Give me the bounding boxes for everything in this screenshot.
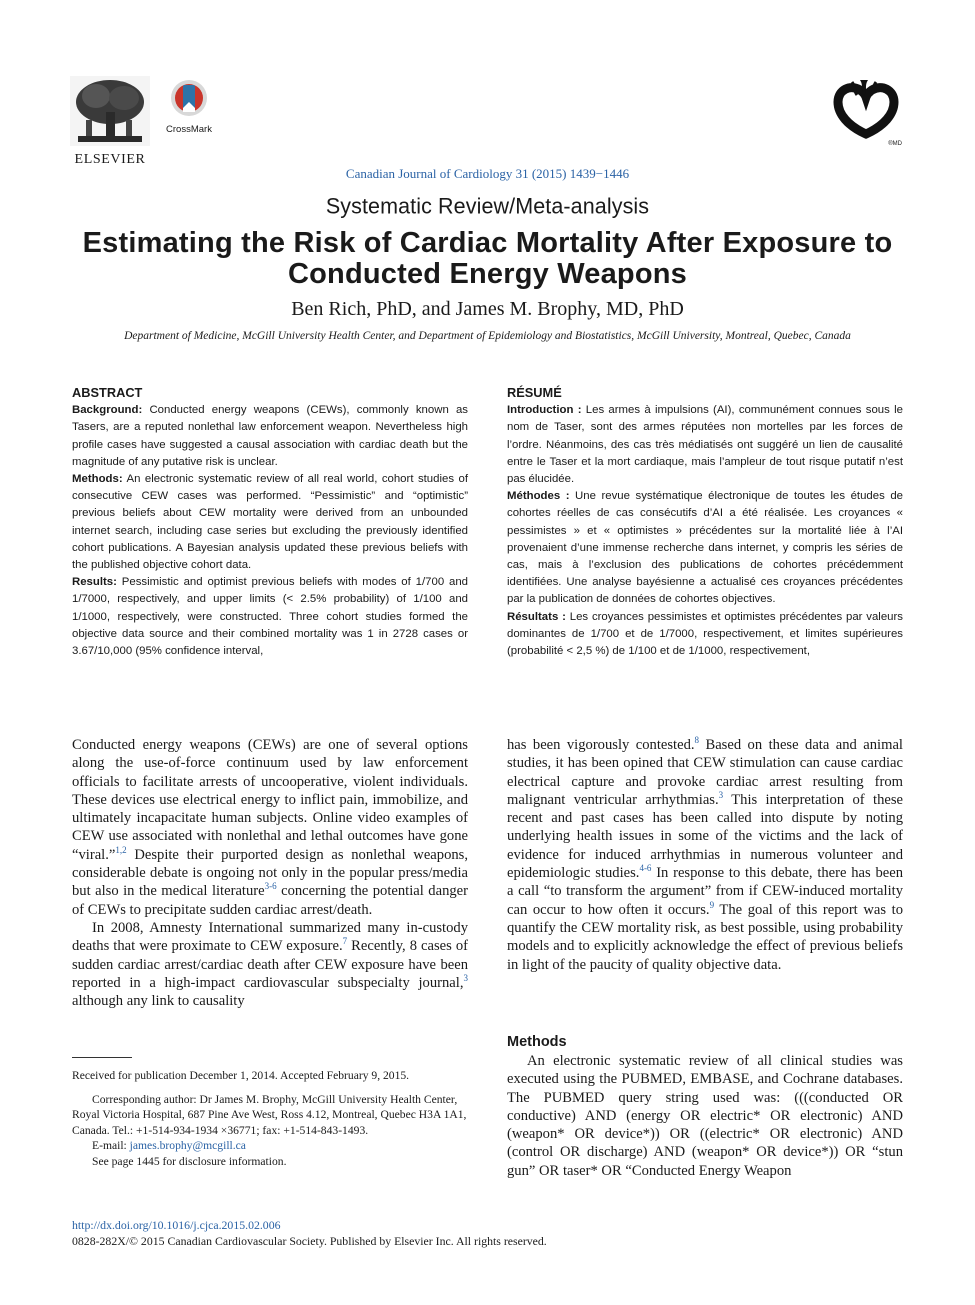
text-span: concerning the potential danger of CEWs …	[72, 883, 468, 918]
methods-paragraph: An electronic systematic review of all c…	[507, 1053, 903, 1179]
abstract-heading: ABSTRACT	[72, 385, 143, 400]
resume-heading: RÉSUMÉ	[507, 385, 562, 400]
body-left-column: Conducted energy weapons (CEWs) are one …	[72, 736, 468, 1010]
text-span: although any link to causality	[72, 993, 245, 1010]
background-label: Background:	[72, 404, 143, 417]
intro-paragraph-2: In 2008, Amnesty International summarize…	[72, 919, 468, 1010]
methodes-text: Une revue systématique électronique de t…	[507, 490, 904, 606]
heart-logo-icon	[833, 80, 899, 139]
text-span: The goal of this report was to quantify …	[507, 901, 903, 973]
resume-resultats: Résultats : Les croyances pessimistes et…	[507, 609, 903, 661]
email-label: E-mail:	[92, 1139, 130, 1153]
introduction-label: Introduction :	[507, 404, 582, 417]
text-span: Based on these data and animal studies, …	[507, 737, 903, 808]
methods-heading: Methods	[507, 1034, 567, 1050]
resume-methodes: Méthodes : Une revue systématique électr…	[507, 488, 903, 608]
email-line: E-mail: james.brophy@mcgill.ca	[72, 1138, 468, 1154]
text-span: Despite their purported design as nonlet…	[72, 846, 468, 900]
email-link[interactable]: james.brophy@mcgill.ca	[129, 1139, 246, 1153]
text-span: This interpretation of these recent and …	[507, 791, 904, 882]
ccs-logo: ®MD	[830, 76, 902, 152]
resultats-text: Les croyances pessimistes et optimistes …	[507, 610, 903, 658]
reference-link[interactable]: 1,2	[115, 844, 127, 855]
crossmark-label: CrossMark	[166, 124, 212, 135]
methods-text: An electronic systematic review of all r…	[72, 473, 468, 572]
text-span: has been vigorously contested.	[507, 737, 695, 753]
methods-label: Methods:	[72, 473, 123, 486]
reference-link[interactable]: 8	[694, 735, 700, 746]
affiliation: Department of Medicine, McGill Universit…	[124, 330, 851, 342]
title-line-2: Conducted Energy Weapons	[287, 258, 688, 290]
text-span: Recently, 8 cases of sudden cardiac arre…	[72, 938, 468, 991]
body-right-column: has been vigorously contested.8 Based on…	[507, 736, 903, 974]
reference-link[interactable]: 3-6	[264, 881, 277, 892]
methods-body: An electronic systematic review of all c…	[507, 1052, 903, 1180]
abstract-english: ABSTRACT Background: Conducted energy we…	[72, 384, 468, 660]
results-text: Pessimistic and optimist previous belief…	[72, 576, 468, 658]
title-line-1: Estimating the Risk of Cardiac Mortality…	[82, 227, 893, 259]
corresponding-author: Corresponding author: Dr James M. Brophy…	[72, 1092, 467, 1137]
resultats-label: Résultats :	[507, 610, 566, 623]
abstract-methods: Methods: An electronic systematic review…	[72, 471, 468, 574]
results-label: Results:	[72, 576, 117, 589]
abstract-french: RÉSUMÉ Introduction : Les armes à impuls…	[507, 384, 903, 660]
crossmark-icon	[171, 80, 207, 116]
reference-link[interactable]: 7	[342, 936, 348, 947]
received-dates: Received for publication December 1, 201…	[72, 1069, 410, 1082]
footnotes: Received for publication December 1, 201…	[72, 1068, 468, 1170]
elsevier-wordmark: ELSEVIER	[74, 152, 146, 167]
article-type: Systematic Review/Meta-analysis	[325, 193, 650, 219]
elsevier-logo: ELSEVIER	[70, 76, 150, 167]
crossmark-logo[interactable]: CrossMark	[164, 78, 214, 135]
journal-citation[interactable]: Canadian Journal of Cardiology 31 (2015)…	[345, 166, 630, 181]
reference-link[interactable]: 3	[463, 973, 469, 983]
intro-paragraph-continued: has been vigorously contested.8 Based on…	[507, 736, 903, 974]
reference-link[interactable]: 9	[709, 899, 715, 910]
ccs-mark: ®MD	[888, 141, 902, 147]
disclosure-note: See page 1445 for disclosure information…	[92, 1154, 287, 1168]
intro-paragraph-1: Conducted energy weapons (CEWs) are one …	[72, 736, 468, 919]
copyright-line: 0828-282X/© 2015 Canadian Cardiovascular…	[72, 1234, 547, 1248]
doi-link[interactable]: http://dx.doi.org/10.1016/j.cjca.2015.02…	[72, 1218, 281, 1232]
authors: Ben Rich, PhD, and James M. Brophy, MD, …	[291, 298, 684, 320]
introduction-text: Les armes à impulsions (AI), communément…	[507, 404, 903, 486]
background-text: Conducted energy weapons (CEWs), commonl…	[72, 404, 469, 468]
text-span: In 2008, Amnesty International summarize…	[72, 919, 468, 955]
abstract-results: Results: Pessimistic and optimist previo…	[72, 574, 468, 660]
elsevier-tree-icon	[70, 76, 150, 146]
reference-link[interactable]: 4-6	[639, 863, 652, 874]
abstract-background: Background: Conducted energy weapons (CE…	[72, 402, 468, 471]
reference-link[interactable]: 3	[718, 790, 724, 801]
text-span: Conducted energy weapons (CEWs) are one …	[72, 737, 468, 863]
text-span: In response to this debate, there has be…	[507, 865, 903, 918]
article-title: Estimating the Risk of Cardiac Mortality…	[60, 228, 915, 290]
methodes-label: Méthodes :	[507, 490, 570, 503]
footnote-divider	[72, 1057, 132, 1058]
resume-introduction: Introduction : Les armes à impulsions (A…	[507, 402, 903, 488]
